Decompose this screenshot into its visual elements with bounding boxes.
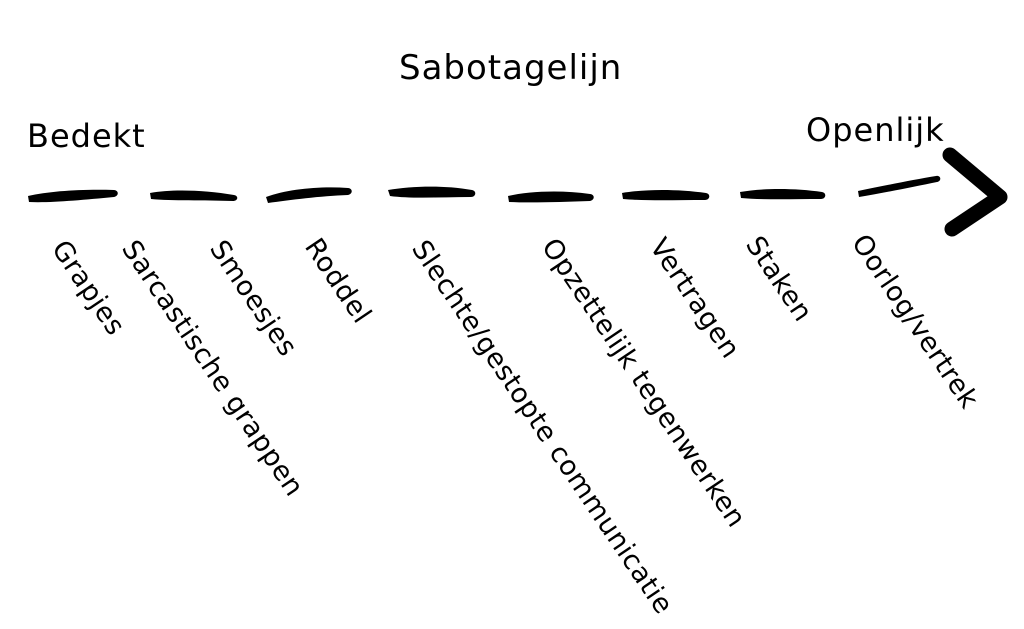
diagram-title: Sabotagelijn bbox=[399, 48, 623, 88]
arrow-dash-7 bbox=[740, 189, 826, 200]
axis-end-label: Openlijk bbox=[806, 111, 945, 149]
axis-start-label: Bedekt bbox=[27, 117, 146, 155]
arrow-dash-5 bbox=[508, 191, 594, 203]
arrow-head-icon bbox=[942, 147, 1008, 237]
arrow-dash-2 bbox=[150, 190, 238, 201]
arrow-dash-4 bbox=[388, 186, 476, 198]
arrow-dash-6 bbox=[622, 190, 710, 201]
arrow-dash-3 bbox=[266, 187, 352, 203]
arrow-dash-1 bbox=[28, 189, 118, 203]
arrow-dash-8 bbox=[858, 175, 941, 197]
